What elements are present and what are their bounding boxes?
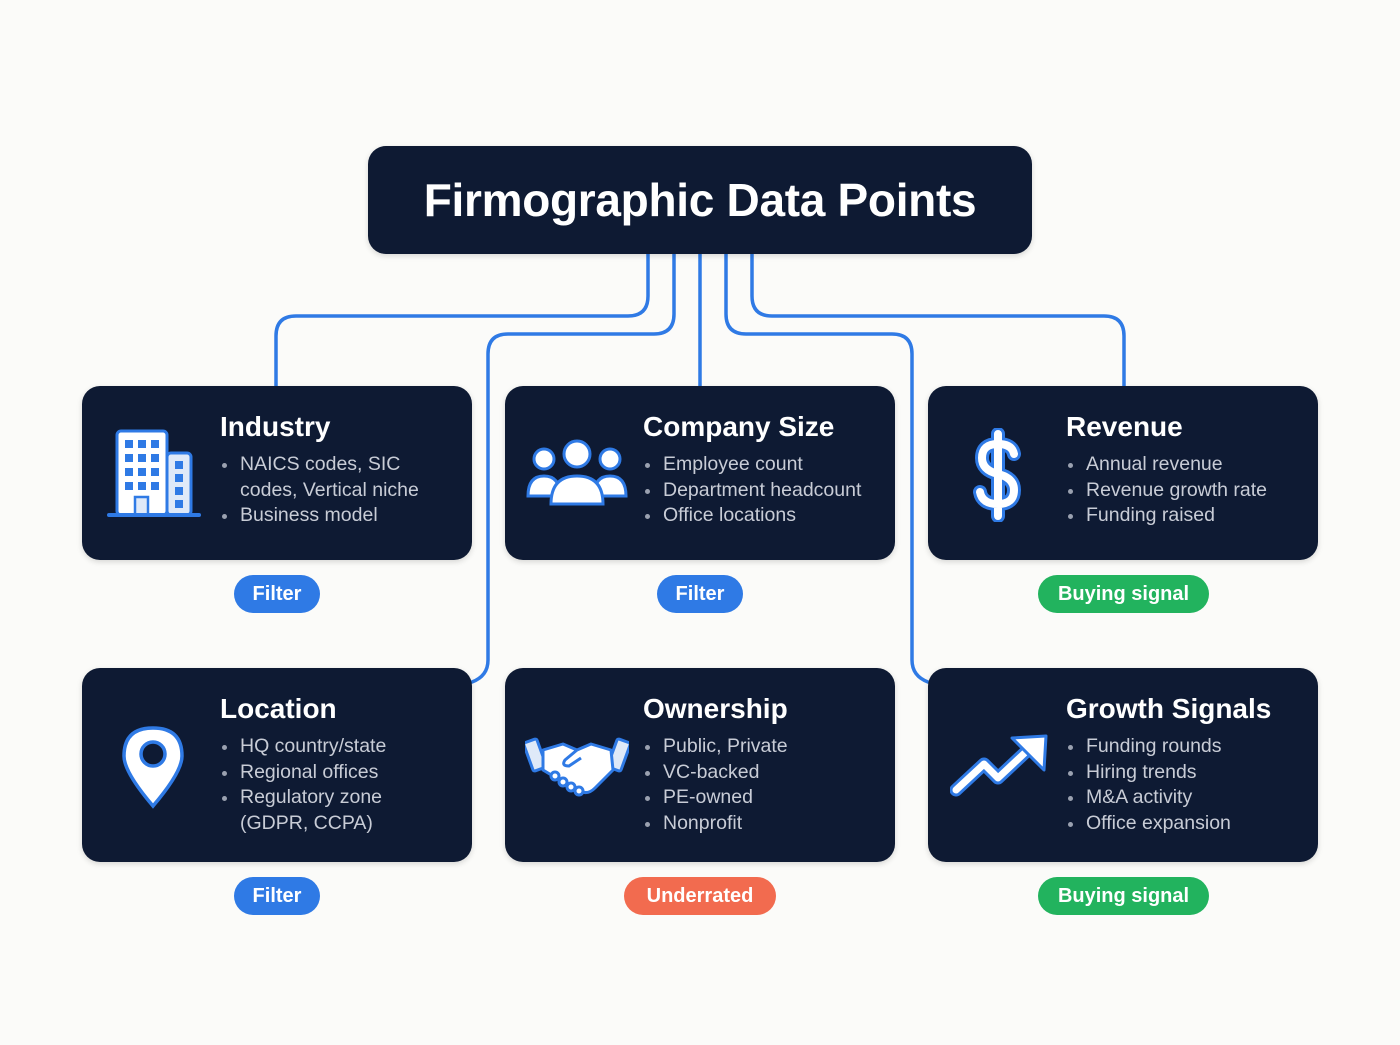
- list-item: Department headcount: [643, 478, 861, 504]
- connector-location: [470, 252, 676, 684]
- handshake-icon: [525, 737, 629, 797]
- list-item: VC-backed: [643, 760, 788, 786]
- list-item: Annual revenue: [1066, 452, 1267, 478]
- connector-industry: [274, 252, 650, 388]
- dollar-icon: [973, 428, 1022, 522]
- list-item: Office locations: [643, 503, 861, 529]
- list-item: Funding rounds: [1066, 734, 1271, 760]
- card-items: Annual revenue Revenue growth rate Fundi…: [1066, 452, 1267, 529]
- card-revenue: Revenue Annual revenue Revenue growth ra…: [928, 386, 1318, 560]
- list-item: Office expansion: [1066, 811, 1271, 837]
- list-item: M&A activity: [1066, 785, 1271, 811]
- badge-buying-signal: Buying signal: [1038, 575, 1209, 613]
- list-item: Nonprofit: [643, 811, 788, 837]
- list-item: Employee count: [643, 452, 861, 478]
- badge-underrated: Underrated: [624, 877, 776, 915]
- badge-buying-signal: Buying signal: [1038, 877, 1209, 915]
- list-item: Public, Private: [643, 734, 788, 760]
- building-icon: [107, 429, 201, 517]
- list-item: HQ country/state: [220, 734, 386, 760]
- card-ownership: Ownership Public, Private VC-backed PE-o…: [505, 668, 895, 862]
- list-item: PE-owned: [643, 785, 788, 811]
- list-item: Revenue growth rate: [1066, 478, 1267, 504]
- card-items: Public, Private VC-backed PE-owned Nonpr…: [643, 734, 788, 837]
- card-title: Growth Signals: [1066, 693, 1272, 724]
- card-title: Location: [220, 693, 337, 724]
- list-item: NAICS codes, SIC: [220, 452, 419, 478]
- people-group-icon: [526, 439, 628, 506]
- card-title: Company Size: [643, 411, 835, 442]
- list-item: (GDPR, CCPA): [240, 812, 373, 835]
- map-pin-icon: [122, 726, 184, 809]
- list-item: Regulatory zone: [220, 785, 386, 811]
- card-company-size: Company Size Employee count Department h…: [505, 386, 895, 560]
- card-industry: Industry NAICS codes, SIC codes, Vertica…: [82, 386, 472, 560]
- card-title: Revenue: [1066, 411, 1183, 442]
- card-items: HQ country/state Regional offices Regula…: [220, 734, 386, 837]
- card-title: Ownership: [643, 693, 788, 724]
- card-location: Location HQ country/state Regional offic…: [82, 668, 472, 862]
- list-item: codes, Vertical niche: [240, 478, 419, 501]
- list-item: Regional offices: [220, 760, 386, 786]
- list-item: Business model: [220, 503, 419, 529]
- card-items: Funding rounds Hiring trends M&A activit…: [1066, 734, 1271, 837]
- badge-filter: Filter: [657, 575, 743, 613]
- badge-filter: Filter: [234, 575, 320, 613]
- connector-revenue: [750, 252, 1126, 388]
- trending-up-arrow-icon: [950, 734, 1048, 797]
- connector-growth-signals: [724, 252, 930, 684]
- list-item: Hiring trends: [1066, 760, 1271, 786]
- card-items: NAICS codes, SIC codes, Vertical niche B…: [220, 452, 419, 529]
- badge-filter: Filter: [234, 877, 320, 915]
- list-item: Funding raised: [1066, 503, 1267, 529]
- card-growth-signals: Growth Signals Funding rounds Hiring tre…: [928, 668, 1318, 862]
- diagram-title-box: Firmographic Data Points: [368, 146, 1032, 254]
- card-items: Employee count Department headcount Offi…: [643, 452, 861, 529]
- diagram-title: Firmographic Data Points: [423, 174, 977, 226]
- card-title: Industry: [220, 411, 331, 442]
